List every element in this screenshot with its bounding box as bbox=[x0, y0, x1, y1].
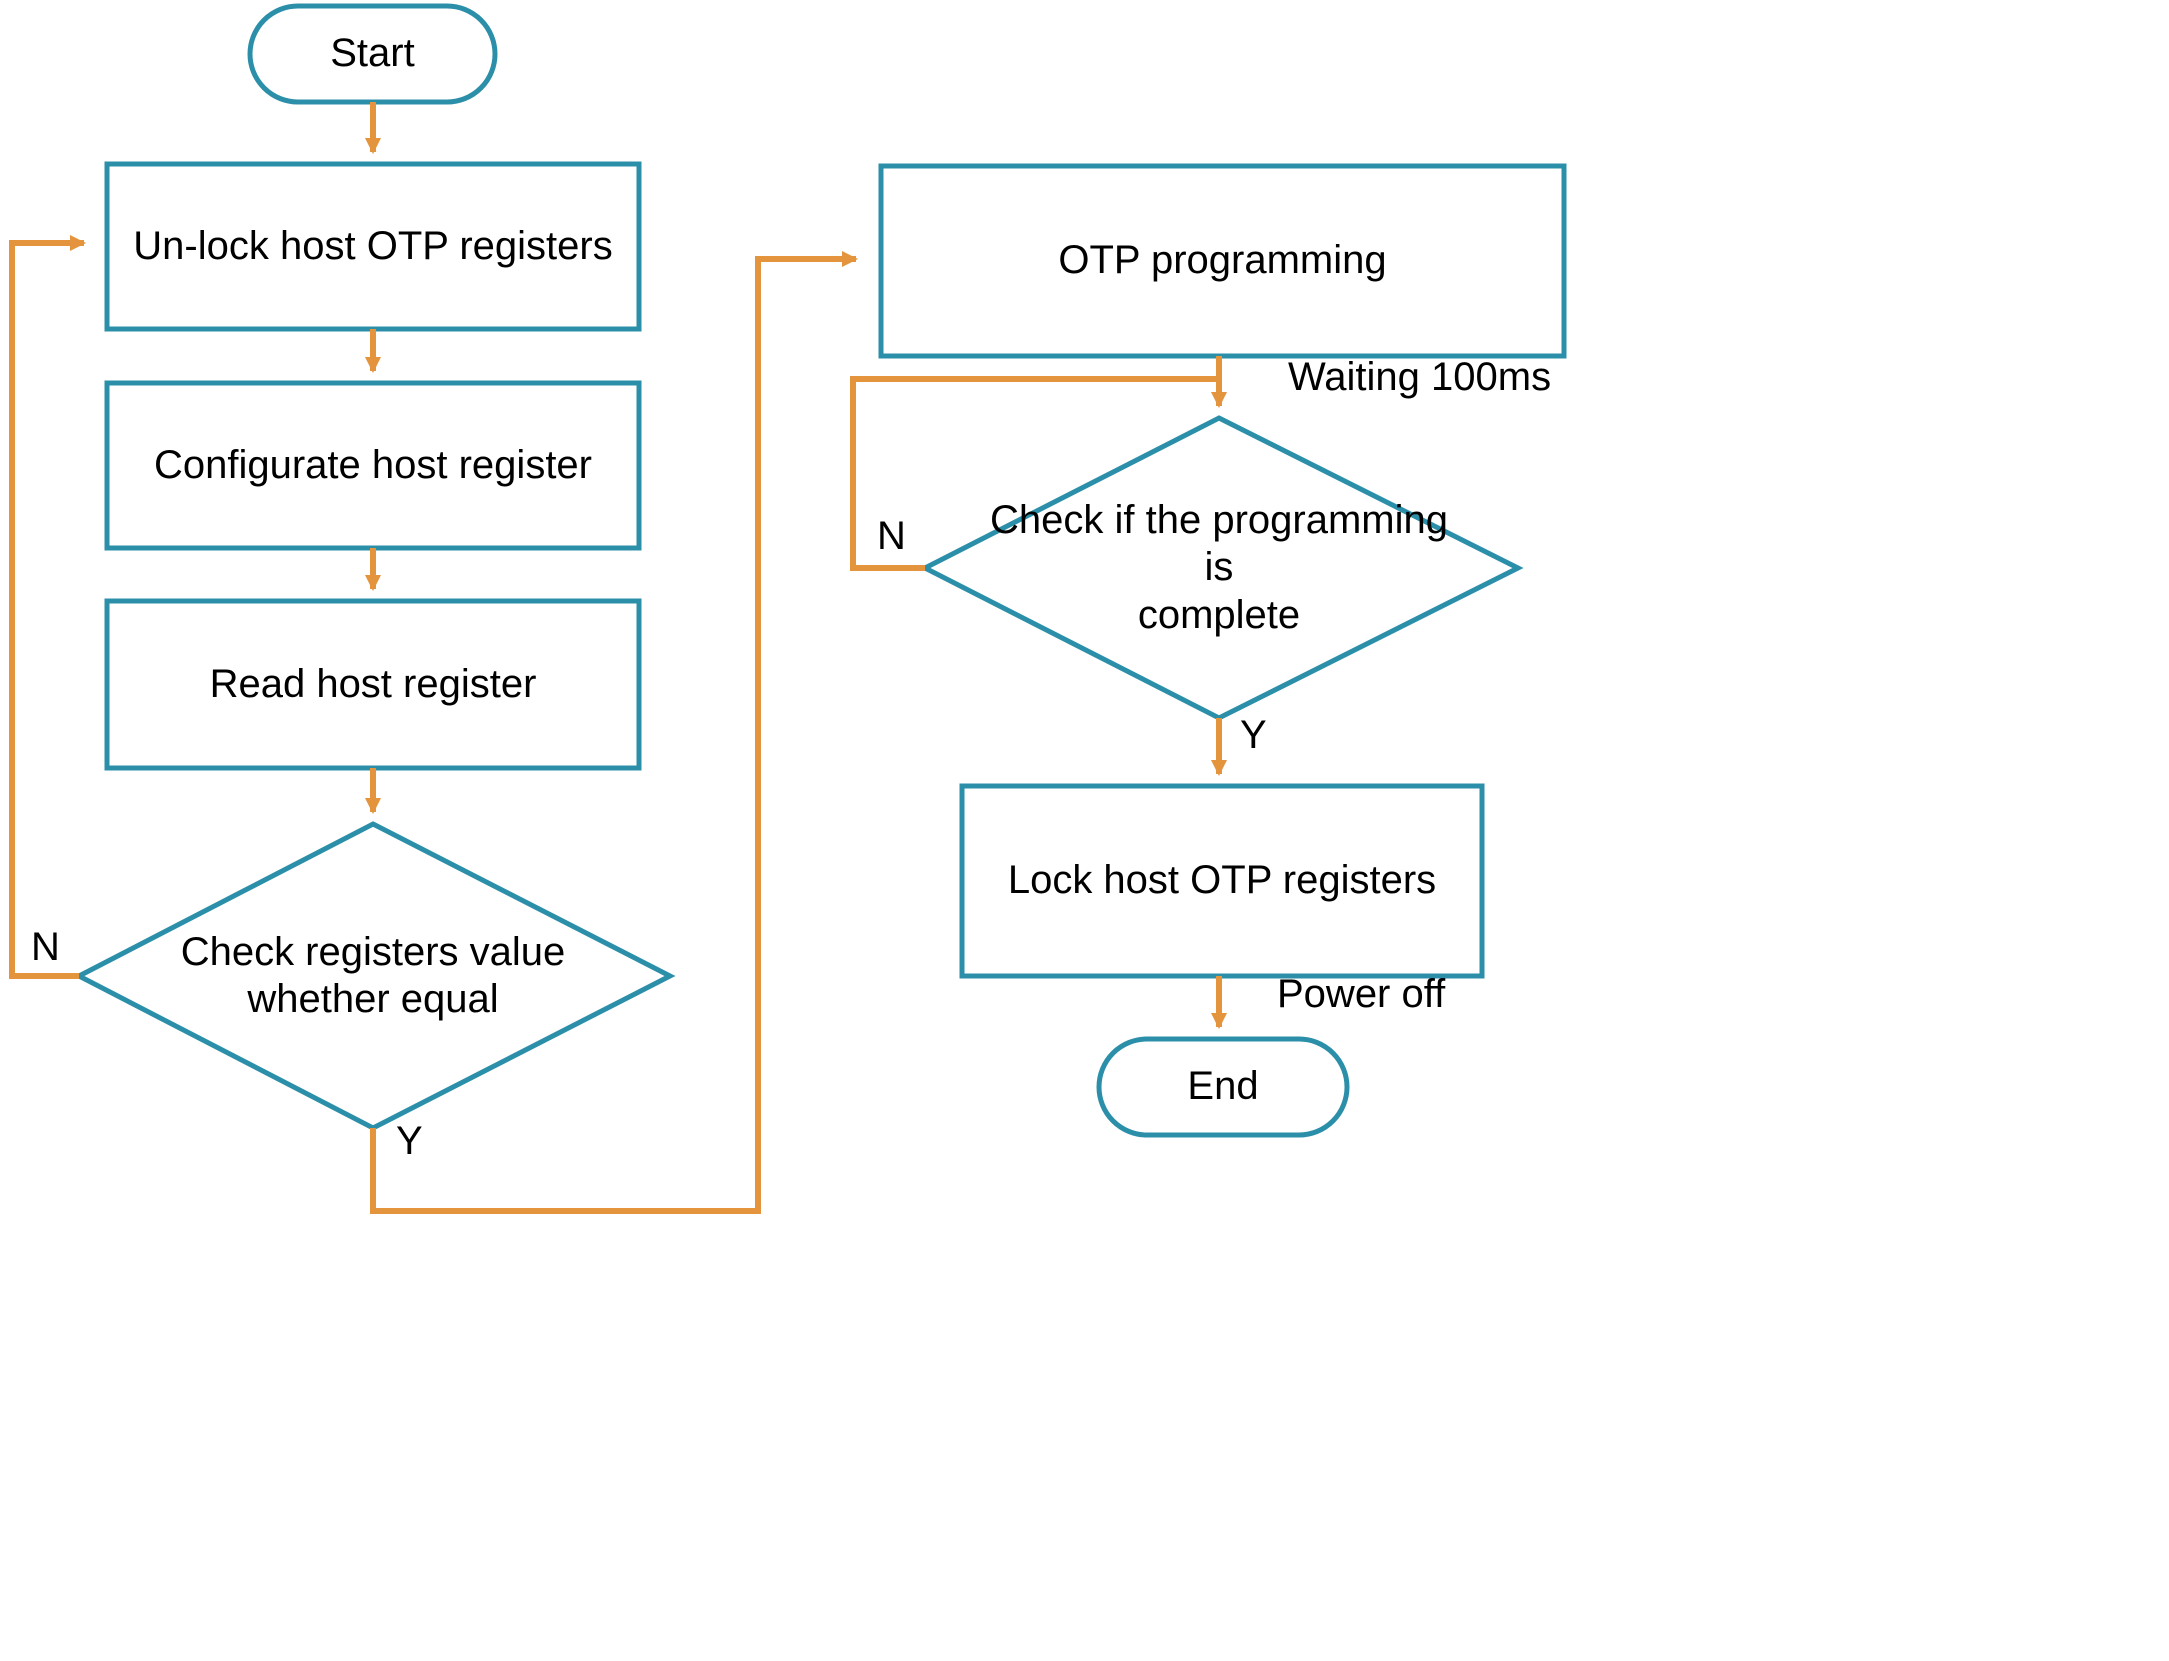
edge-label-check-equal-yes: Y bbox=[396, 1119, 423, 1163]
node-start-shape[interactable] bbox=[247, 3, 498, 105]
edge-label-check-equal-no: N bbox=[31, 925, 60, 969]
edge-label-check-done-no: N bbox=[877, 514, 906, 558]
node-unlock-shape[interactable] bbox=[104, 161, 642, 332]
node-configurate-shape[interactable] bbox=[104, 380, 642, 551]
node-check-equal-shape[interactable] bbox=[73, 821, 676, 1131]
node-check-done-shape[interactable] bbox=[919, 415, 1524, 721]
node-end-shape[interactable] bbox=[1096, 1036, 1350, 1138]
node-read-shape[interactable] bbox=[104, 598, 642, 771]
edge-label-waiting: Waiting 100ms bbox=[1288, 355, 1552, 399]
edge-check-done-no-loop bbox=[850, 376, 1219, 571]
edge-label-power-off: Power off bbox=[1277, 972, 1446, 1016]
node-lock-shape[interactable] bbox=[959, 783, 1485, 979]
edge-check-equal-no-loop bbox=[9, 235, 86, 979]
edge-label-check-done-yes: Y bbox=[1240, 713, 1267, 757]
edge-check-equal-yes-to-otp bbox=[370, 251, 858, 1214]
node-otp-programming-shape[interactable] bbox=[878, 163, 1567, 359]
